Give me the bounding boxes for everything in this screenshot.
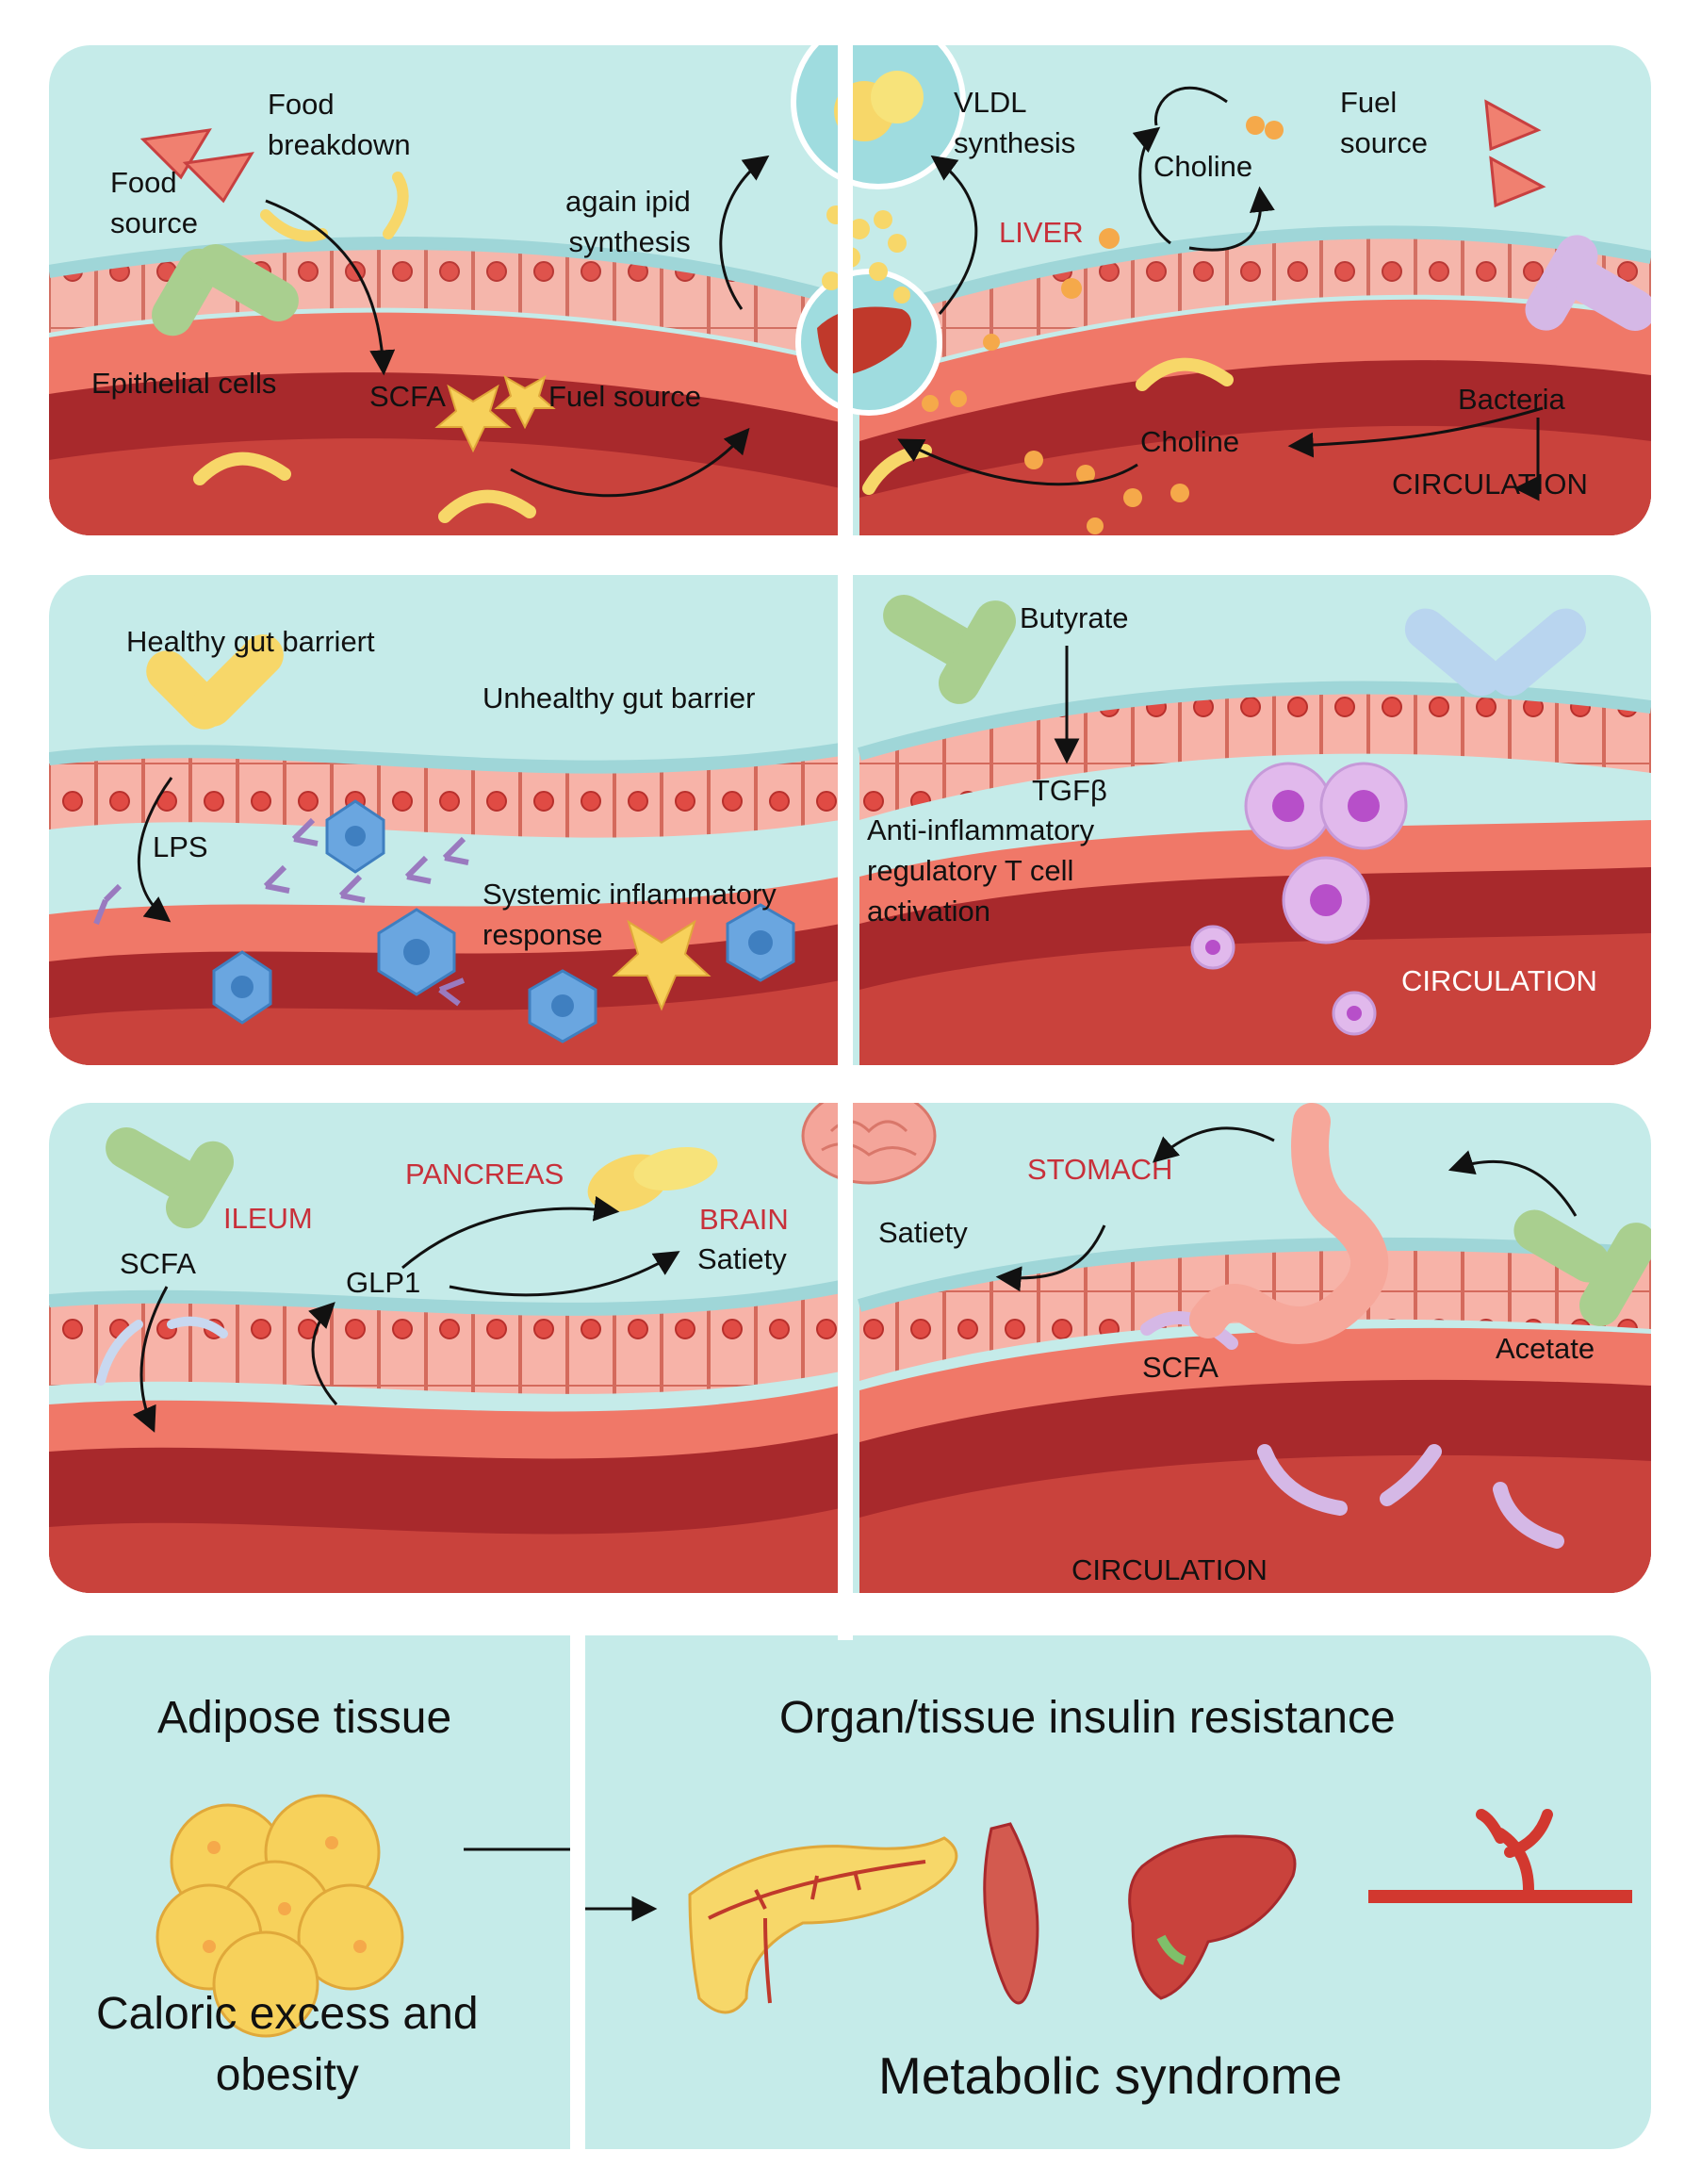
label-insulin-resistance: Organ/tissue insulin resistance (779, 1693, 1396, 1743)
label-vldl-synthesis: VLDL synthesis (954, 86, 1076, 159)
label-fuel-source-left: Fuel source (548, 380, 701, 413)
label-healthy-gut-barrier: Healthy gut barriert (126, 625, 375, 658)
label-food-source: Food source (110, 166, 199, 239)
label-liver: LIVER (999, 216, 1084, 249)
label-tgfb: TGFβ (1032, 774, 1107, 807)
label-systemic-inflammatory-response: Systemic inflammatory response (482, 878, 777, 951)
label-scfa-left: SCFA (120, 1247, 196, 1280)
label-food-breakdown: Food breakdown (268, 88, 411, 161)
label-fuel-source-right: Fuel source (1340, 86, 1429, 159)
label-butyrate: Butyrate (1020, 601, 1129, 634)
satiety-illustration (49, 1103, 1651, 1593)
label-satiety-right: Satiety (878, 1216, 968, 1249)
label-brain: BRAIN (699, 1203, 789, 1236)
panel4-divider (570, 1621, 585, 2168)
label-bacteria: Bacteria (1458, 383, 1565, 416)
label-glp1: GLP1 (346, 1266, 421, 1299)
label-circulation-1: CIRCULATION (1392, 468, 1588, 501)
organs-illustration (155, 1794, 1632, 2038)
label-scfa-right: SCFA (1142, 1351, 1219, 1384)
label-unhealthy-gut-barrier: Unhealthy gut barrier (482, 681, 756, 714)
label-lps: LPS (153, 830, 208, 863)
label-choline-bottom: Choline (1140, 425, 1240, 458)
label-adipose-tissue: Adipose tissue (157, 1693, 452, 1743)
label-satiety-left: Satiety (697, 1242, 787, 1275)
label-caloric-excess-obesity: Caloric excess and obesity (96, 1989, 479, 2100)
panel-metabolic-syndrome: Adipose tissue Caloric excess and obesit… (49, 1635, 1651, 2149)
panel-liver-choline: Food breakdown Food source Epithelial ce… (49, 45, 1651, 535)
label-pancreas: PANCREAS (405, 1158, 564, 1191)
label-choline-top: Choline (1153, 150, 1253, 183)
gut-barrier-illustration (49, 595, 1651, 1065)
label-stomach: STOMACH (1027, 1153, 1173, 1186)
label-scfa: SCFA (369, 380, 446, 413)
label-epithelial-cells: Epithelial cells (91, 367, 277, 400)
label-again-lipid-synthesis: again ipid synthesis (565, 185, 691, 258)
label-anti-inflammatory: Anti-inflammatory regulatory T cell acti… (867, 813, 1095, 928)
label-circulation-3: CIRCULATION (1071, 1553, 1268, 1586)
label-ileum: ILEUM (223, 1202, 313, 1235)
label-metabolic-syndrome: Metabolic syndrome (878, 2046, 1343, 2105)
label-circulation-2: CIRCULATION (1401, 964, 1597, 997)
label-acetate: Acetate (1496, 1332, 1595, 1365)
center-divider-top (838, 38, 853, 1640)
